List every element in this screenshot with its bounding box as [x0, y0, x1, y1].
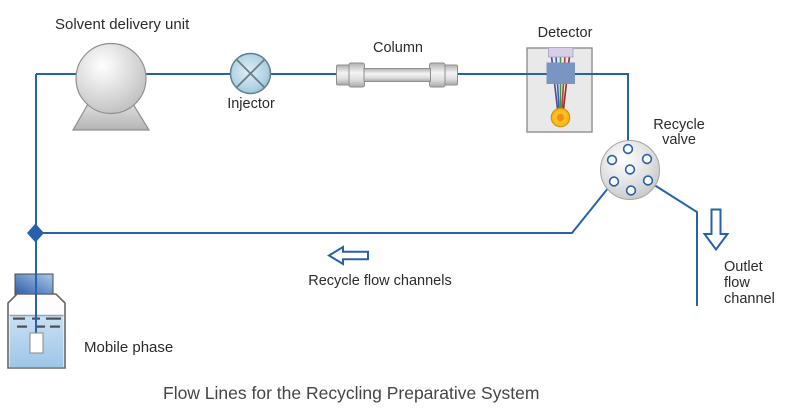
injector-label: Injector [227, 96, 275, 112]
detector-flow-cell-icon [546, 47, 575, 128]
valve-port [642, 175, 654, 186]
recycle-flow-line [36, 181, 614, 234]
column-body [363, 68, 431, 82]
bottle-cap [14, 273, 54, 296]
detector-lamp-core [556, 113, 565, 122]
injector-cross [235, 58, 266, 89]
column-collar [429, 62, 446, 88]
column-icon [336, 62, 458, 88]
detector-flow-cell [546, 62, 575, 84]
column-end-cap [444, 64, 458, 86]
junction-diamond-icon [27, 223, 44, 243]
column-end-cap [336, 64, 350, 86]
recycle-valve-label: Recycle valve [653, 117, 705, 148]
recycle-flow-channels-label: Recycle flow channels [308, 273, 452, 289]
valve-port [608, 176, 620, 187]
pump-head [75, 42, 147, 115]
bottle-inlet-filter [29, 332, 44, 354]
valve-port [625, 185, 637, 196]
recycle-valve-icon [599, 139, 661, 201]
mobile-phase-label: Mobile phase [84, 339, 174, 356]
valve-port [641, 153, 653, 165]
diagram-title: Flow Lines for the Recycling Preparative… [163, 383, 540, 403]
valve-port [622, 143, 634, 155]
detector-sensor [548, 47, 574, 58]
detector-label: Detector [537, 25, 593, 41]
column-collar [348, 62, 365, 88]
valve-port [606, 154, 618, 166]
outlet-flow-channel-label: Outlet flow channel [724, 259, 775, 308]
arrow-left-icon [327, 245, 369, 266]
column-label: Column [373, 40, 423, 56]
arrow-down-icon [702, 208, 730, 252]
injector-valve-icon [229, 52, 272, 95]
solvent-pump-icon [71, 42, 151, 131]
solvent-delivery-unit-label: Solvent delivery unit [55, 16, 190, 33]
valve-port [624, 164, 636, 175]
outlet-flow-line [647, 180, 698, 306]
